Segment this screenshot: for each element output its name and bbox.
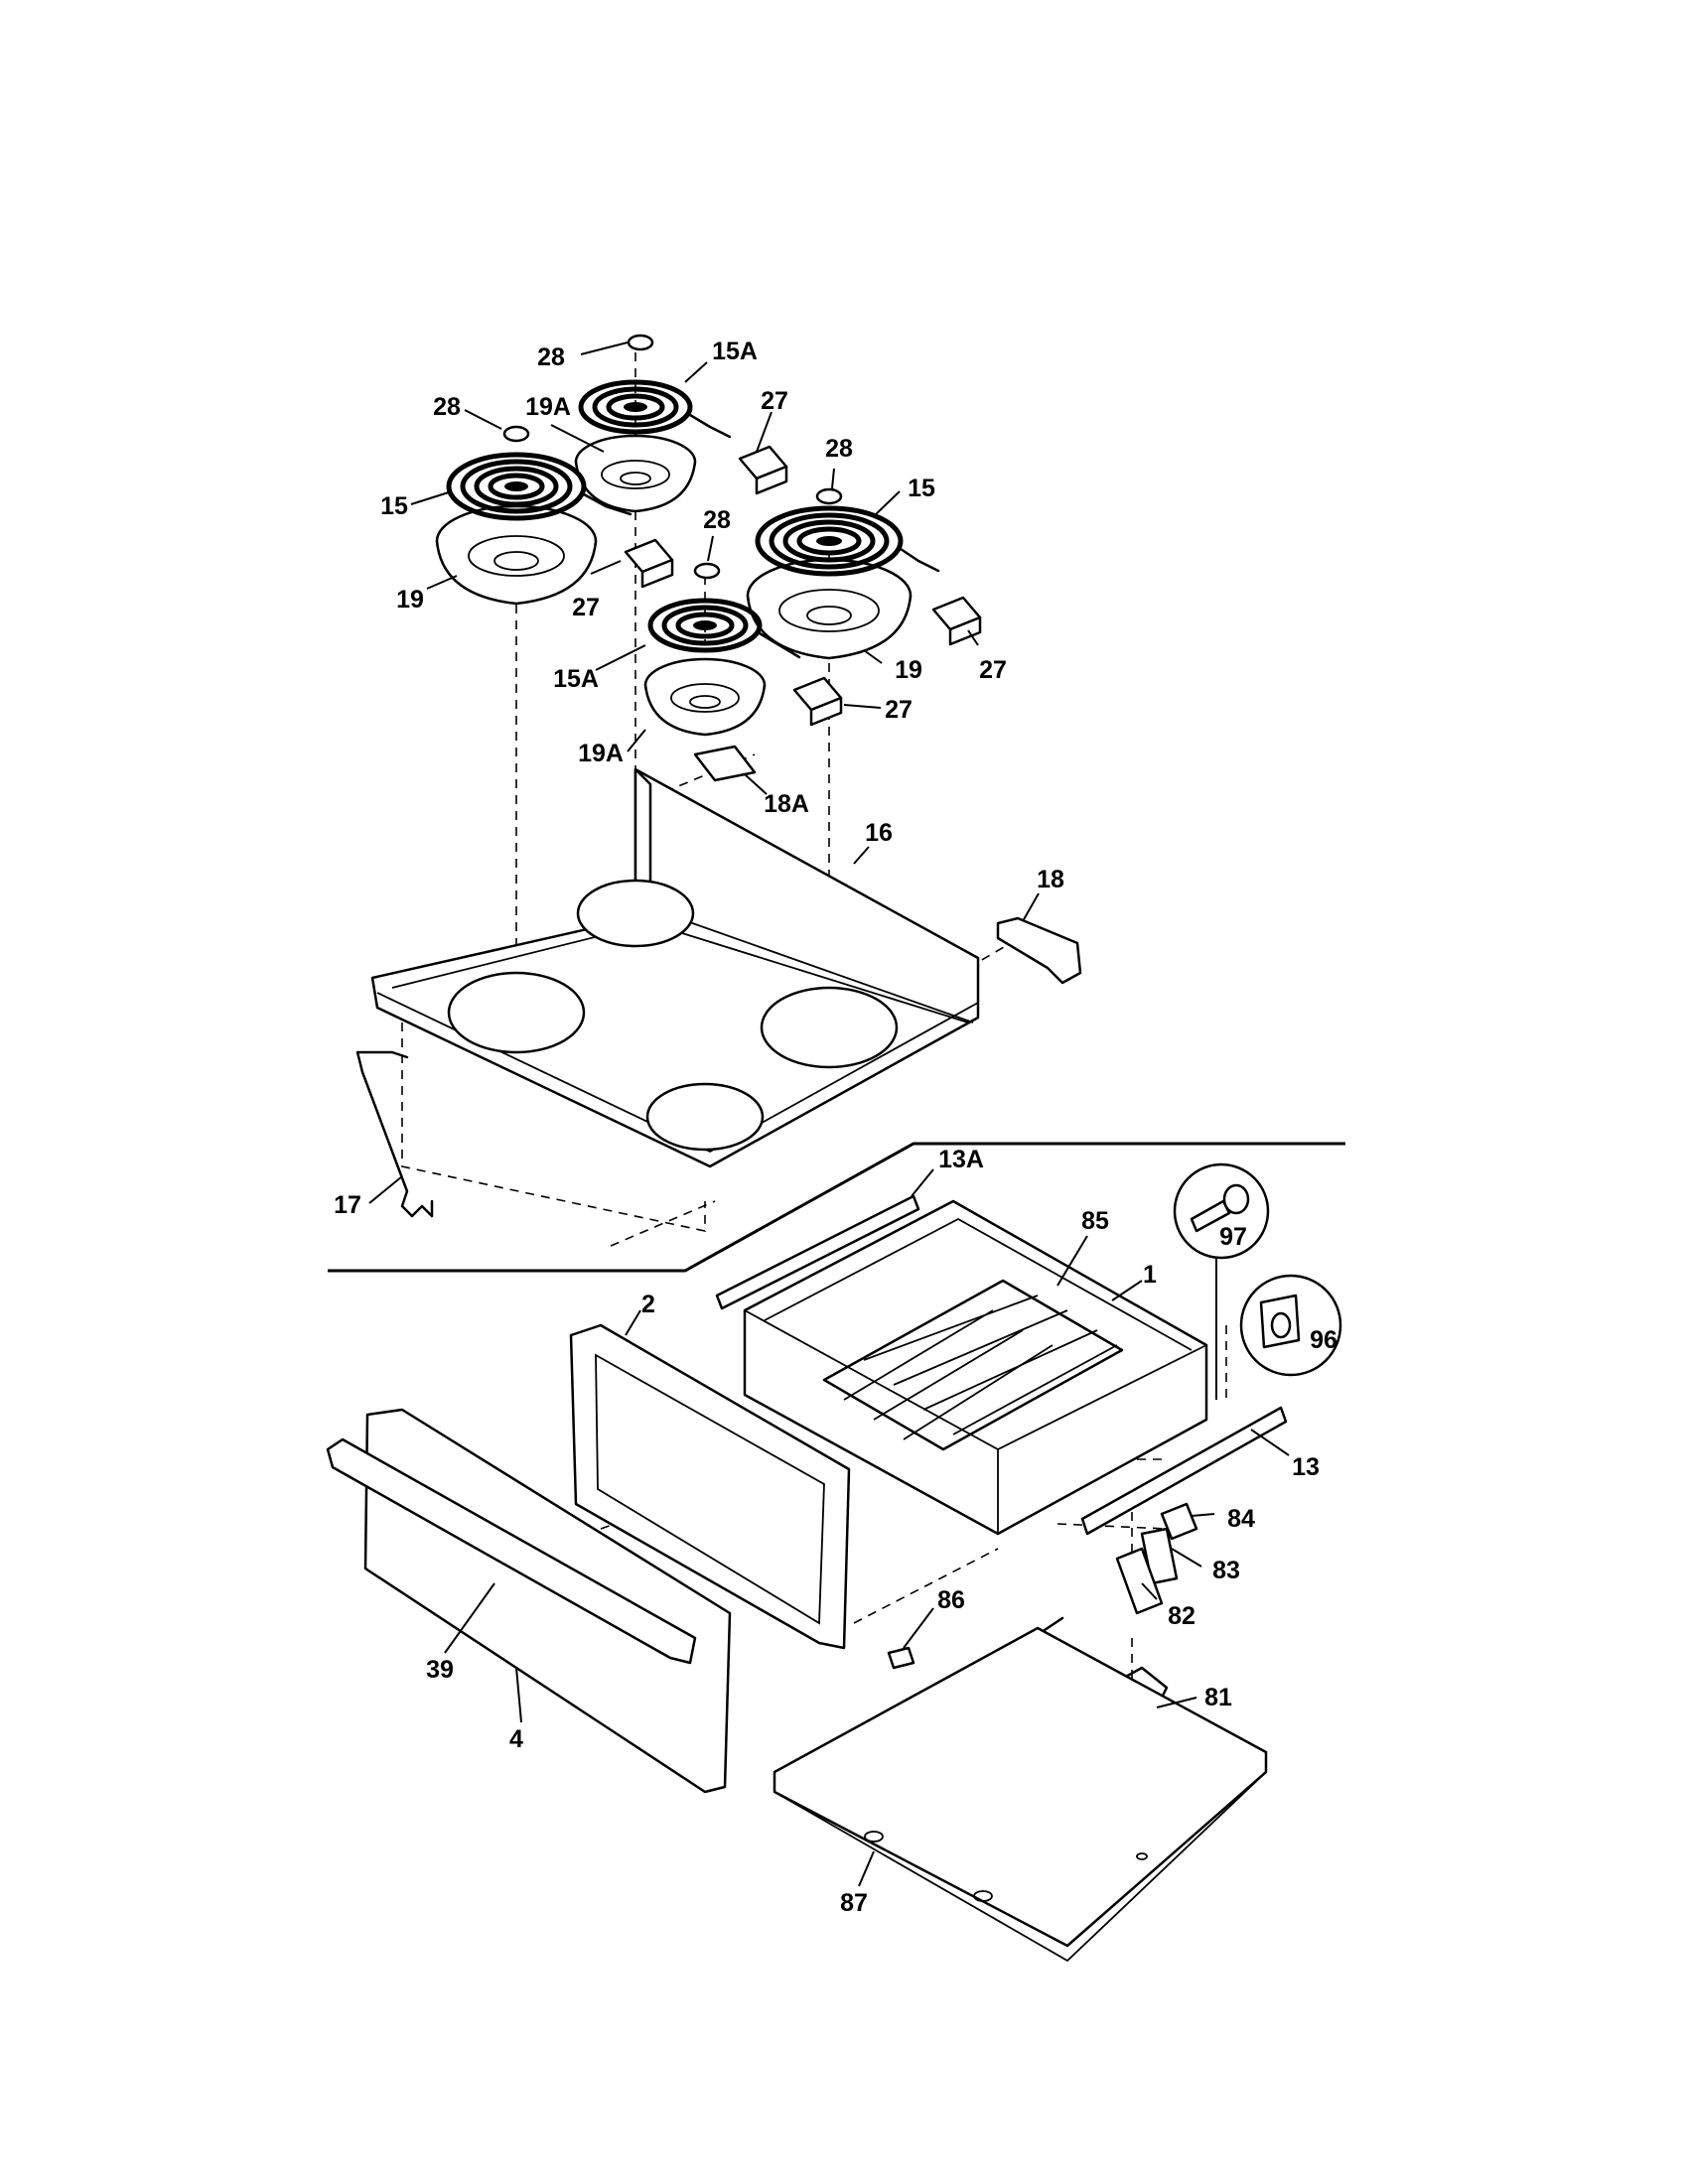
trim-ring-28-right [815, 487, 843, 505]
callout-label: 28 [703, 506, 731, 534]
drip-bowl-19a-rear [574, 434, 697, 513]
trim-ring-28-rear [627, 334, 654, 351]
callout-label: 15A [553, 665, 599, 693]
callout-label: 81 [1204, 1684, 1232, 1711]
callout-label: 19A [525, 393, 571, 421]
coil-element-15a-front [647, 598, 801, 659]
clip-96-detail [1239, 1274, 1342, 1377]
drawer-rail-13a [715, 1194, 920, 1310]
callout-label: 4 [509, 1725, 523, 1753]
callout-label: 28 [537, 343, 565, 371]
callouts: 28 15A 28 19A 27 28 15 15 28 19 27 15A 1… [334, 338, 1337, 1917]
terminal-block-84 [1160, 1502, 1198, 1541]
receptacle-27-right [931, 596, 982, 646]
callout-label: 27 [979, 656, 1007, 684]
trim-ring-28-left [502, 425, 530, 443]
callout-label: 17 [334, 1191, 361, 1219]
callout-label: 86 [937, 1586, 965, 1614]
drip-bowl-19-left [435, 504, 598, 606]
callout-label: 97 [1219, 1223, 1247, 1251]
bracket-18a [693, 745, 757, 782]
cooktop-16 [370, 767, 980, 1168]
callout-label: 27 [572, 594, 600, 621]
callout-label: 85 [1081, 1207, 1109, 1235]
callout-label: 18A [764, 790, 809, 818]
callout-label: 39 [426, 1656, 454, 1684]
leader-lines [368, 341, 1290, 1887]
callout-label: 16 [865, 819, 893, 847]
receptacle-27-front [792, 676, 843, 727]
hinge-wire-17 [355, 1050, 434, 1218]
coil-element-15a-rear [578, 379, 732, 439]
callout-label: 96 [1310, 1326, 1337, 1354]
callout-label: 27 [761, 387, 788, 415]
callout-label: 19 [895, 656, 922, 684]
callout-label: 15 [380, 492, 408, 520]
section-divider [328, 1142, 1345, 1273]
callout-label: 87 [840, 1889, 868, 1917]
screw-97-detail [1173, 1162, 1270, 1260]
callout-label: 19 [396, 586, 424, 614]
callout-label: 1 [1143, 1261, 1157, 1289]
callout-label: 84 [1227, 1505, 1255, 1533]
callout-label: 28 [825, 435, 853, 463]
callout-label: 83 [1212, 1557, 1240, 1584]
callout-label: 18 [1037, 866, 1064, 893]
bracket-82 [1115, 1547, 1164, 1615]
bottom-panel-87 [773, 1626, 1268, 1963]
callout-label: 15 [908, 475, 935, 502]
receptacle-27-left [624, 538, 674, 589]
callout-label: 15A [712, 338, 758, 365]
drip-bowl-19a-front [643, 657, 767, 737]
callout-label: 82 [1168, 1602, 1196, 1630]
drawer-rail-13 [1080, 1406, 1288, 1536]
callout-label: 13 [1292, 1453, 1320, 1481]
callout-label: 19A [578, 740, 624, 767]
drawer-body-1 [743, 1199, 1208, 1536]
callout-label: 27 [885, 696, 913, 724]
callout-label: 2 [641, 1291, 655, 1318]
broiler-pan-85 [822, 1279, 1124, 1451]
handle-39 [326, 1437, 697, 1665]
coil-element-15-left [446, 452, 633, 521]
trim-ring-28-front [693, 562, 721, 580]
drawer-frame-2 [569, 1323, 851, 1650]
clip-86 [887, 1646, 915, 1670]
receptacle-27-rear [738, 445, 788, 495]
callout-label: 13A [938, 1146, 984, 1173]
bracket-18 [996, 916, 1082, 985]
coil-element-15-right [755, 505, 940, 577]
callout-label: 28 [433, 393, 461, 421]
